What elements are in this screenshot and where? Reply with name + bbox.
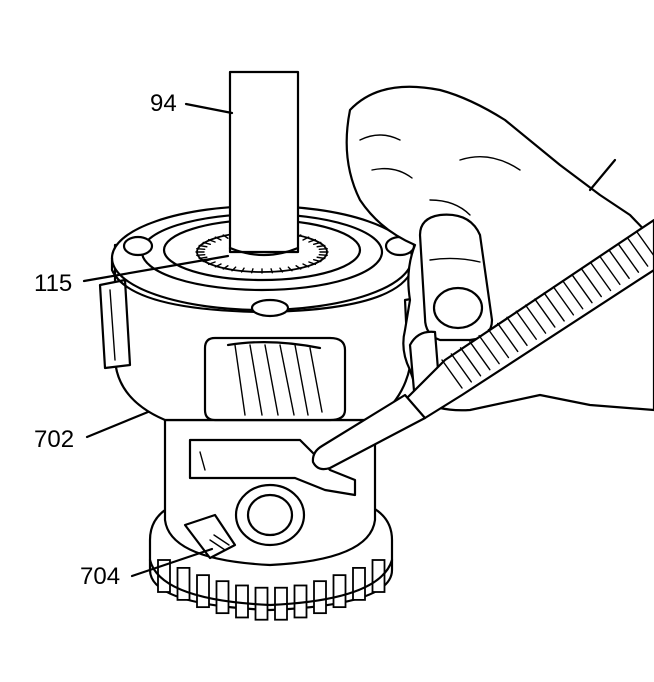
knurl-line	[515, 310, 537, 340]
pinion-gear	[226, 341, 323, 416]
knurl-line	[562, 280, 584, 310]
callout-702: 702	[34, 426, 74, 453]
knurl-line	[534, 298, 556, 328]
spline-tooth	[287, 266, 293, 272]
spline-tooth	[295, 265, 302, 270]
spline-tooth	[196, 253, 206, 256]
knurl-line	[627, 237, 649, 267]
gear-tooth	[313, 580, 327, 615]
gear-tooth	[352, 566, 366, 601]
spline-tooth	[308, 261, 317, 266]
knurl-line	[441, 359, 463, 389]
knurl-line	[506, 316, 528, 347]
spline-tooth	[240, 267, 245, 273]
spline-tooth	[198, 244, 208, 248]
spline-tooth	[318, 253, 328, 256]
knurl-line	[617, 243, 640, 273]
gear-tooth	[371, 559, 386, 593]
spline-tooth	[316, 256, 326, 260]
spline-tooth	[222, 265, 229, 270]
gear-tooth	[332, 574, 347, 609]
knurl-line	[524, 304, 547, 334]
knurl-line	[580, 267, 602, 298]
spline-tooth	[222, 234, 229, 239]
spline-tooth	[312, 241, 322, 245]
knurl-line	[487, 328, 510, 359]
fingernail	[432, 286, 484, 330]
knurl-line	[478, 334, 500, 365]
spline-tooth	[231, 266, 237, 272]
callout-115: 115	[34, 270, 72, 297]
gear-tooth	[215, 580, 230, 615]
spline-tooth	[202, 241, 212, 245]
spline-tooth	[316, 244, 326, 248]
spline-tooth	[318, 248, 328, 251]
spline-tooth	[198, 256, 208, 260]
pick-tool	[311, 218, 654, 471]
spline-tooth	[207, 261, 216, 266]
gear-tooth	[196, 574, 210, 609]
spline-tooth	[270, 268, 274, 274]
knurl-line	[599, 255, 621, 286]
knurl-line	[497, 322, 519, 353]
tool-shaft	[228, 70, 300, 257]
knurl-line	[589, 261, 612, 292]
spline-tooth	[214, 236, 222, 241]
hand	[345, 85, 654, 412]
spline-tooth	[302, 236, 310, 241]
knurl-line	[552, 286, 575, 316]
knurl-line	[469, 341, 491, 371]
leader-lines	[82, 102, 234, 578]
spline-tooth	[308, 238, 317, 243]
callout-704: 704	[80, 563, 120, 590]
spline-tooth	[279, 267, 284, 273]
spline-tooth	[312, 259, 322, 263]
knurl-line	[571, 273, 593, 304]
knurl-line	[608, 249, 630, 279]
knurl-line	[450, 353, 472, 383]
spline-tooth	[250, 268, 254, 274]
spline-tooth	[207, 238, 216, 243]
callout-94: 94	[150, 90, 177, 117]
spline-tooth	[196, 248, 206, 251]
gear-tooth	[176, 566, 191, 601]
knurl-line	[543, 292, 565, 322]
spline-tooth	[302, 263, 310, 268]
knurl-line	[459, 347, 482, 377]
spline-tooth	[214, 263, 222, 268]
